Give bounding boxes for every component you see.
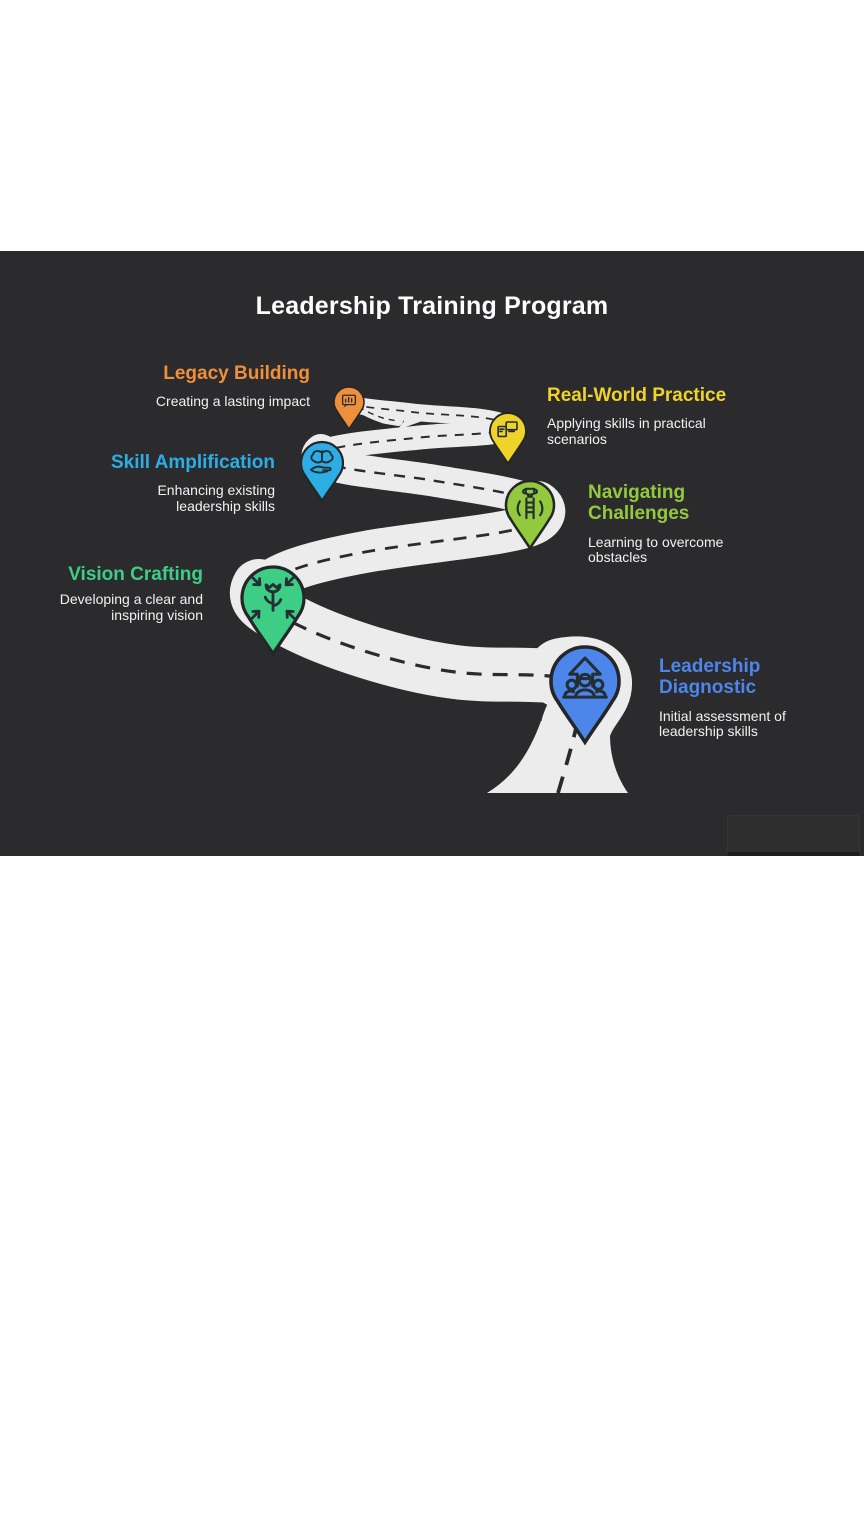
stage-pin-real-world-practice — [489, 412, 527, 466]
map-pin — [333, 386, 365, 431]
stage-title: Leadership Diagnostic — [659, 656, 761, 699]
map-pin — [504, 479, 556, 551]
infographic-panel: Leadership Training Program — [0, 251, 864, 856]
stage-pin-skill-amplification — [299, 440, 345, 503]
stage-description: Developing a clear and inspiring vision — [59, 591, 203, 623]
brain-hand-icon — [310, 450, 334, 474]
stage-label-vision-crafting: Vision Crafting Developing a clear and i… — [53, 564, 203, 624]
stage-label-leadership-diagnostic: Leadership Diagnostic Initial assessment… — [659, 656, 824, 740]
stage-label-navigating-challenges: Navigating Challenges Learning to overco… — [588, 482, 748, 566]
winding-road-graphic — [0, 386, 864, 795]
stage-description: Initial assessment of leadership skills — [659, 707, 786, 740]
focus-flower-icon — [249, 575, 297, 621]
map-pin — [549, 645, 621, 746]
stage-title: Navigating Challenges — [588, 482, 690, 525]
stage-title: Skill Amplification — [111, 452, 275, 473]
road-surface — [257, 401, 628, 793]
monitors-icon — [497, 421, 518, 438]
stage-pin-vision-crafting — [240, 565, 306, 657]
stage-description: Creating a lasting impact — [155, 393, 310, 410]
stage-description: Learning to overcome obstacles — [588, 533, 724, 566]
watermark-box — [727, 815, 860, 856]
stage-description: Enhancing existing leadership skills — [157, 482, 275, 514]
stage-label-skill-amplification: Skill Amplification Enhancing existing l… — [111, 452, 275, 515]
stage-description: Applying skills in practical scenarios — [547, 415, 706, 447]
chart-bubble-icon — [341, 394, 357, 408]
stage-pin-legacy-building — [333, 386, 365, 431]
stage-label-legacy-building: Legacy Building Creating a lasting impac… — [156, 363, 310, 410]
page-title: Leadership Training Program — [255, 292, 609, 320]
stage-title: Legacy Building — [163, 363, 310, 384]
stage-pin-navigating-challenges — [504, 479, 556, 551]
stage-label-real-world-practice: Real-World Practice Applying skills in p… — [547, 385, 726, 448]
stage-pin-leadership-diagnostic — [549, 645, 621, 746]
ladder-trophy-icon — [516, 487, 544, 520]
stage-title: Vision Crafting — [68, 564, 203, 585]
people-growth-arrow-icon — [562, 656, 608, 699]
map-pin — [489, 412, 527, 466]
stage-title: Real-World Practice — [547, 385, 727, 406]
road-end-arrow — [397, 413, 421, 430]
